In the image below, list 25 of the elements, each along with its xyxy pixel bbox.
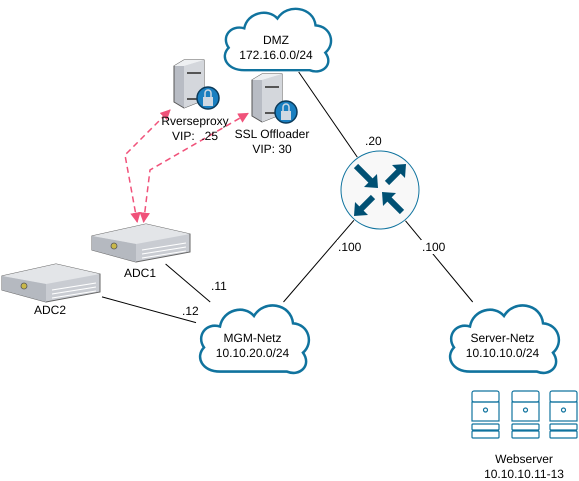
device-caption: VIP: 30	[252, 142, 292, 157]
server-caption: Webserver	[495, 452, 553, 467]
edge-label: .100	[421, 240, 446, 254]
subnet-address: 10.10.10.0/24	[466, 346, 540, 362]
network-name: MGM-Netz	[224, 331, 282, 346]
device-caption: ADC2	[34, 303, 66, 318]
double-arrow	[124, 109, 171, 224]
connector-line	[298, 72, 358, 158]
edge-label: .11	[210, 279, 228, 293]
device-caption: Rverseproxy	[161, 114, 229, 129]
device-caption: SSL Offloader	[234, 127, 310, 142]
subnet-address: 10.10.20.0/24	[216, 346, 290, 362]
connector-line	[102, 296, 196, 324]
connector-line	[283, 220, 354, 302]
edge-label: .20	[364, 134, 383, 148]
device-caption: ADC1	[124, 266, 156, 281]
edge-label: .100	[337, 240, 362, 254]
connector-line	[165, 264, 211, 302]
device-caption: VIP: .25	[172, 129, 218, 144]
edge-label: .12	[181, 304, 200, 318]
network-name: DMZ	[263, 32, 289, 48]
server-caption: 10.10.10.11-13	[484, 467, 564, 481]
subnet-address: 172.16.0.0/24	[239, 48, 313, 63]
network-name: Server-Netz	[470, 331, 534, 346]
double-arrow	[140, 112, 249, 224]
